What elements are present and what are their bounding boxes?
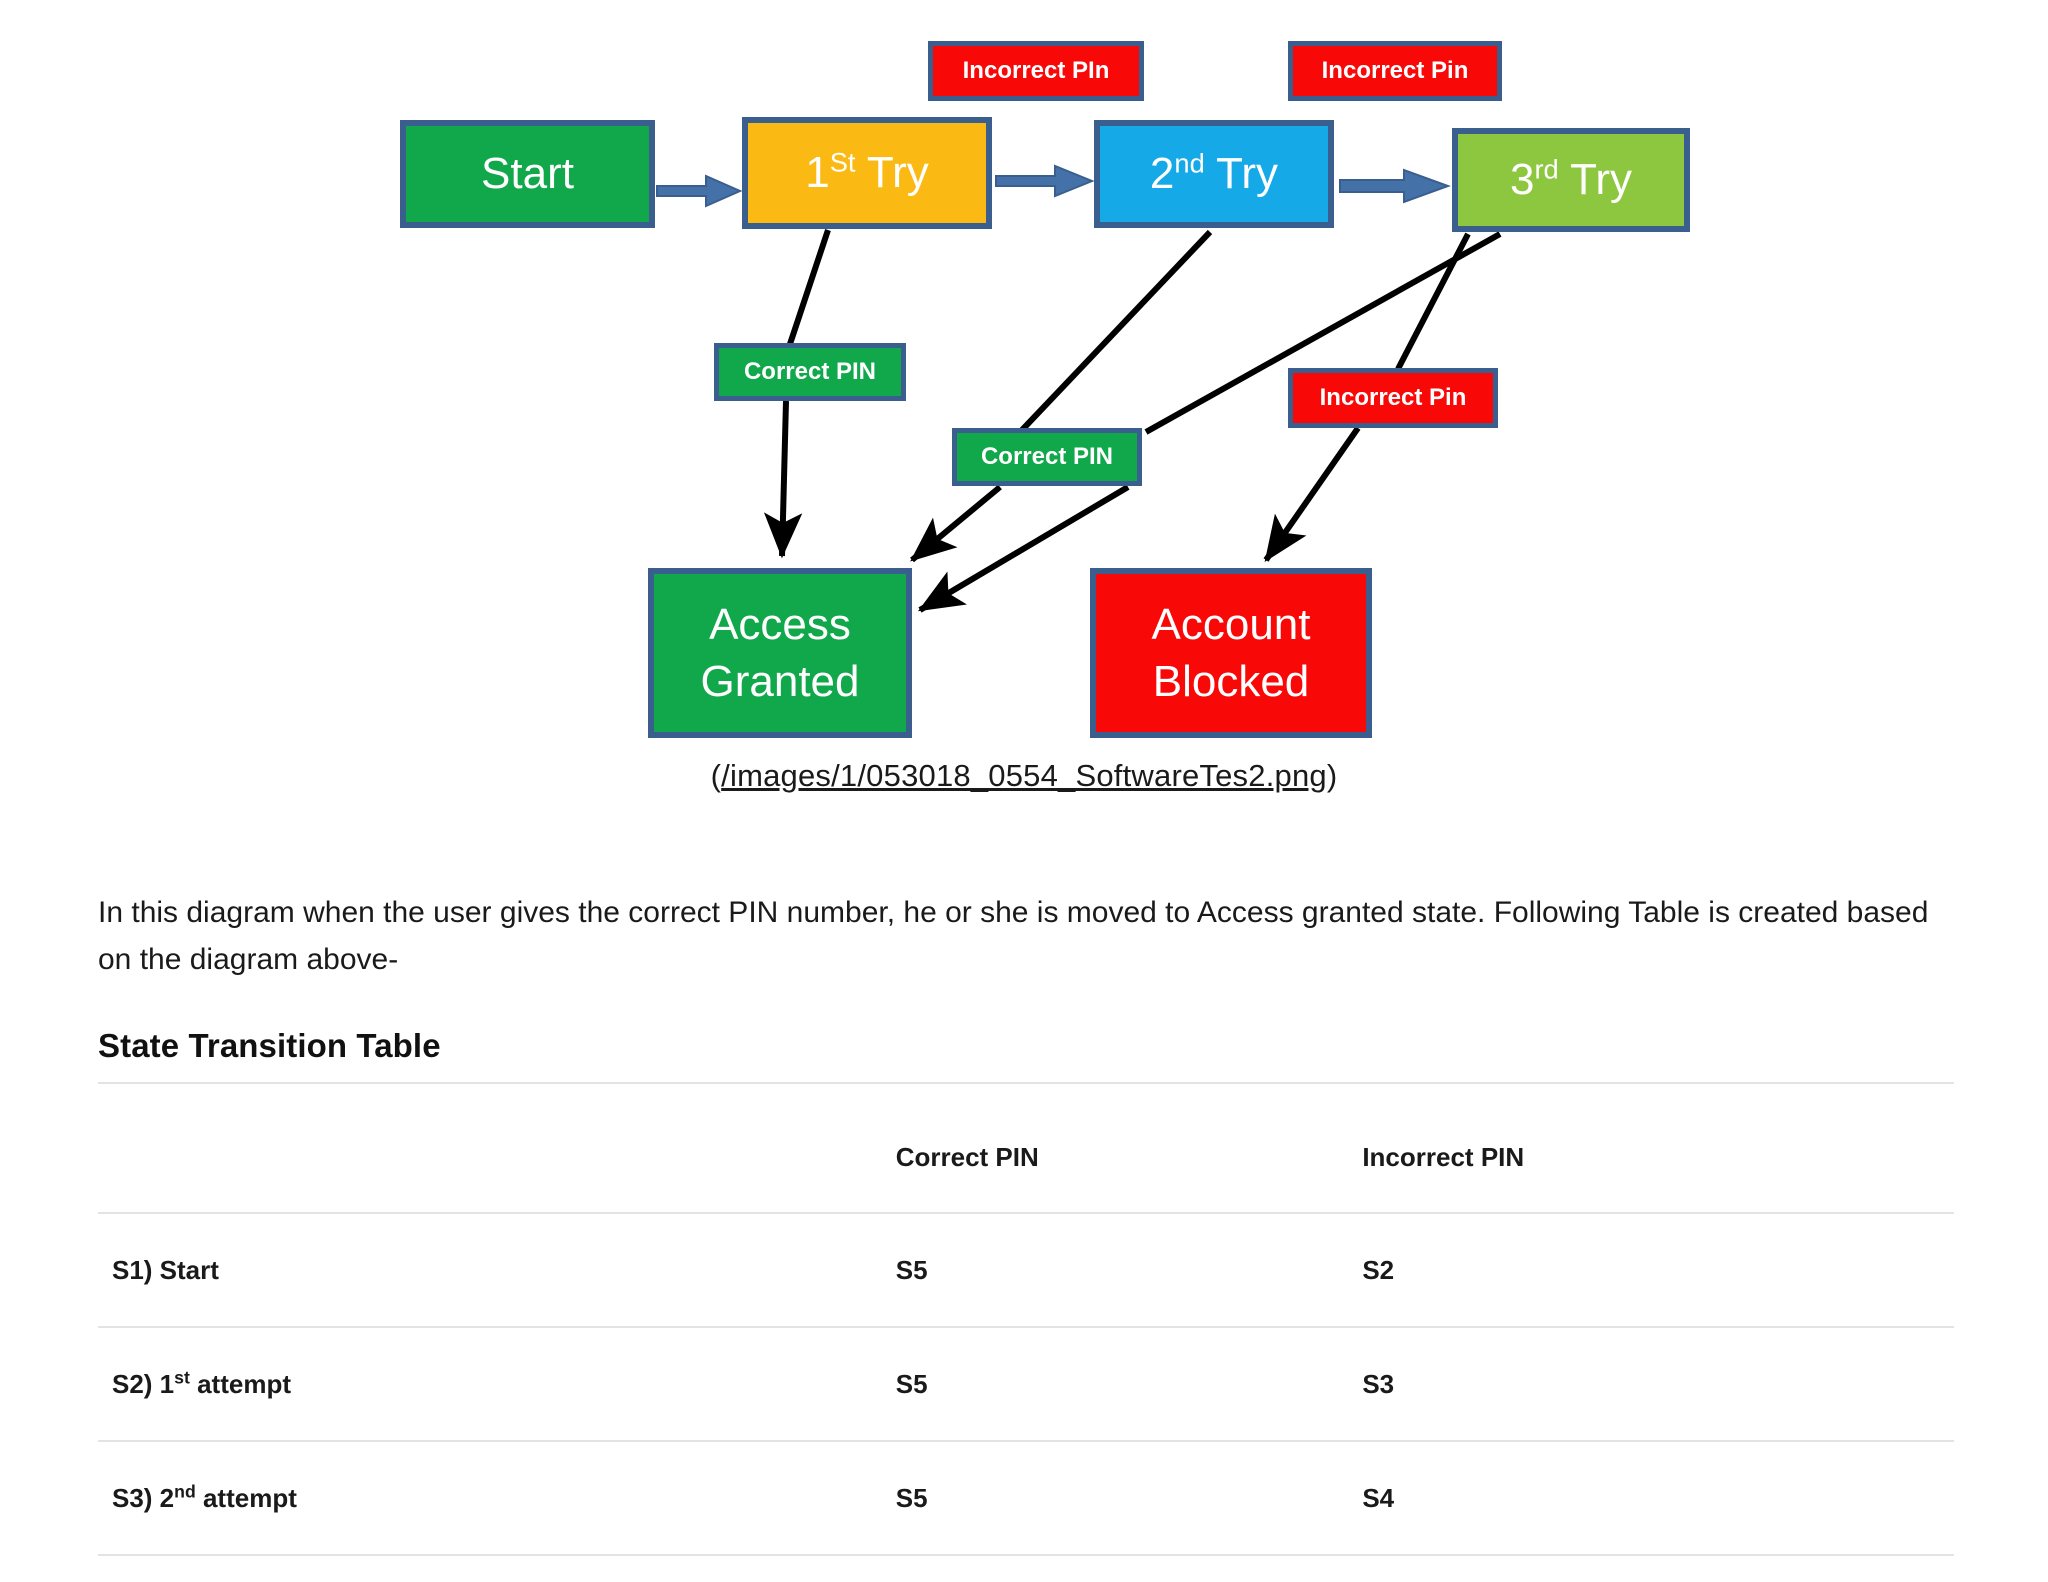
caption-open-paren: ( <box>710 758 722 793</box>
edge-label-text: Correct PIN <box>980 442 1114 470</box>
edge-label-correct-pin-2: Correct PIN <box>952 428 1142 486</box>
table-row: S2) 1st attempt S5 S3 <box>98 1327 1954 1442</box>
state-node-second-try: 2nd Try <box>1094 120 1334 228</box>
cell-state: S1) Start <box>98 1213 896 1328</box>
state-node-start: Start <box>400 120 655 228</box>
block-arrow-start-to-try1 <box>656 174 743 208</box>
diagram-connectors <box>656 164 1502 613</box>
state-transition-table: Correct PIN Incorrect PIN S1) Start S5 S… <box>98 1082 1954 1556</box>
state-node-account-blocked: Account Blocked <box>1090 568 1372 738</box>
edge-label-text: Incorrect PIn <box>962 56 1110 84</box>
block-arrow-try1-to-try2 <box>995 164 1095 198</box>
block-arrow-try2-to-try3 <box>1339 168 1451 204</box>
cell-incorrect-pin: S4 <box>1362 1441 1954 1556</box>
edge-label-incorrect-pin-2: Incorrect Pin <box>1288 41 1502 101</box>
edge-label-incorrect-pin-1: Incorrect PIn <box>928 41 1144 101</box>
cell-state: S3) 2nd attempt <box>98 1441 896 1556</box>
page-title: State Transition Table <box>98 1027 441 1065</box>
state-label-third-try: 3rd Try <box>1509 153 1633 205</box>
state-label-first-try: 1St Try <box>805 146 929 198</box>
edge-label-text: Incorrect Pin <box>1319 383 1467 411</box>
edge-label-text: Correct PIN <box>743 357 877 385</box>
cell-correct-pin: S5 <box>895 1213 1363 1328</box>
cell-correct-pin: S5 <box>895 1441 1363 1556</box>
intro-paragraph: In this diagram when the user gives the … <box>98 896 1929 976</box>
edge-label-correct-pin-1: Correct PIN <box>714 343 906 401</box>
caption-close-paren: ) <box>1326 758 1338 793</box>
cell-incorrect-pin: S3 <box>1362 1327 1954 1442</box>
state-label-start: Start <box>481 149 574 199</box>
state-transition-diagram: Start 1St Try 2nd Try 3rd Try Access Gra… <box>0 41 2048 794</box>
edge-label-incorrect-pin-3: Incorrect Pin <box>1288 368 1498 428</box>
column-header-incorrect-pin: Incorrect PIN <box>1362 1082 1954 1214</box>
state-label-second-try: 2nd Try <box>1149 147 1279 199</box>
state-node-third-try: 3rd Try <box>1452 128 1690 232</box>
edge-try3-to-access <box>917 231 1502 613</box>
edge-try1-to-access <box>763 229 831 559</box>
table-row: S1) Start S5 S2 <box>98 1213 1954 1328</box>
state-label-access-granted: Access Granted <box>700 600 860 706</box>
table-row: S3) 2nd attempt S5 S4 <box>98 1441 1954 1556</box>
table-header: Correct PIN Incorrect PIN <box>98 1082 1954 1214</box>
state-label-account-blocked: Account Blocked <box>1151 600 1311 706</box>
state-node-access-granted: Access Granted <box>648 568 912 738</box>
column-header-correct-pin: Correct PIN <box>895 1082 1363 1214</box>
image-path-link[interactable]: /images/1/053018_0554_SoftwareTes2.png <box>721 758 1327 793</box>
column-header-state <box>98 1082 896 1214</box>
edge-label-text: Incorrect Pin <box>1321 56 1469 84</box>
cell-correct-pin: S5 <box>895 1327 1363 1442</box>
cell-state: S2) 1st attempt <box>98 1327 896 1442</box>
image-caption: (/images/1/053018_0554_SoftwareTes2.png) <box>0 758 2048 794</box>
state-node-first-try: 1St Try <box>742 117 992 229</box>
edge-try3-to-blocked <box>1263 232 1471 562</box>
edge-try2-to-access <box>910 229 1213 563</box>
table-body: S1) Start S5 S2 S2) 1st attempt S5 S3 S3… <box>98 1213 1954 1556</box>
cell-incorrect-pin: S2 <box>1362 1213 1954 1328</box>
table-header-row: Correct PIN Incorrect PIN <box>98 1082 1954 1214</box>
